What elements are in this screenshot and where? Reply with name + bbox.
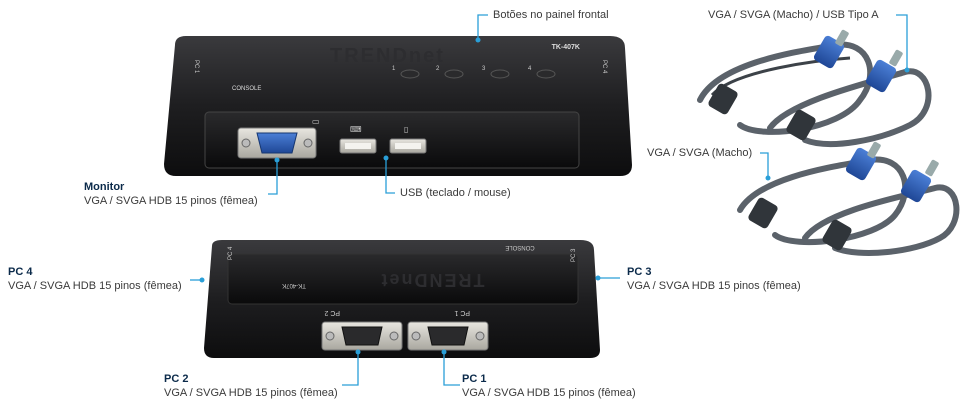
pc3-callout-title: PC 3 — [627, 266, 652, 278]
pc2-callout-desc: VGA / SVGA HDB 15 pinos (fêmea) — [164, 387, 338, 399]
callout-dot-monitor — [274, 157, 280, 163]
port-number-2: 2 — [436, 66, 440, 72]
callout-line-pc2 — [342, 352, 359, 386]
pc4-callout-desc: VGA / SVGA HDB 15 pinos (fêmea) — [8, 280, 182, 292]
front-panel-buttons: 1 2 3 4 — [392, 66, 556, 79]
port-select-button-3: 3 — [482, 66, 510, 79]
callout-line-monitor — [268, 160, 278, 195]
port-select-button-4: 4 — [528, 66, 556, 79]
pc1-port-label: PC 1 — [454, 309, 470, 316]
monitor-vga-port: ▭ — [237, 117, 320, 159]
kvm-switch-rear: TRENDnet TK-407K CONSOLE PC 4 PC 3 PC 2 … — [204, 240, 600, 358]
pc3-callout-desc: VGA / SVGA HDB 15 pinos (fêmea) — [627, 280, 801, 292]
port-number-4: 4 — [528, 66, 532, 72]
console-label-rear: CONSOLE — [505, 244, 534, 250]
callout-line-usb — [385, 158, 395, 194]
callout-line-cable-mid — [760, 152, 769, 178]
callout-dot-pc4 — [199, 277, 205, 283]
kvm-cable-set-1 — [697, 29, 932, 148]
pc3-callout: PC 3 VGA / SVGA HDB 15 pinos (fêmea) — [627, 265, 801, 293]
pc2-vga-port — [321, 321, 403, 351]
pc2-port-label: PC 2 — [324, 309, 340, 316]
brand-emboss-top: TRENDnet — [330, 45, 445, 67]
keyboard-icon: ⌨ — [350, 125, 362, 134]
mouse-icon: ▯ — [404, 125, 408, 134]
kvm-cable-set-2 — [737, 141, 960, 256]
callout-dot-usb — [383, 155, 389, 161]
pc4-callout: PC 4 VGA / SVGA HDB 15 pinos (fêmea) — [8, 265, 182, 293]
kvm-switch-front: TRENDnet TK-407K CONSOLE PC 1 PC 4 1 2 3 — [164, 36, 632, 176]
monitor-callout-title: Monitor — [84, 181, 125, 193]
callout-dot-front-buttons — [475, 37, 481, 43]
callout-line-pc1 — [443, 352, 460, 386]
brand-emboss-rear: TRENDnet — [380, 270, 485, 290]
cable-top-label: VGA / SVGA (Macho) / USB Tipo A — [708, 9, 879, 21]
pc1-vga-port — [407, 321, 489, 351]
pc1-side-mark-top: PC 1 — [193, 60, 199, 74]
pc4-callout-title: PC 4 — [8, 266, 33, 278]
console-label-top: CONSOLE — [232, 86, 261, 92]
callout-dot-pc1 — [441, 349, 447, 355]
usb-port-keyboard: ⌨ — [339, 125, 377, 154]
usb-label: USB (teclado / mouse) — [400, 187, 511, 199]
pc4-side-mark-top: PC 4 — [601, 60, 607, 74]
callout-dot-cable-top — [904, 67, 910, 73]
pc1-callout-title: PC 1 — [462, 373, 487, 385]
usb-port-mouse: ▯ — [389, 125, 427, 154]
cable-mid-label: VGA / SVGA (Macho) — [647, 147, 753, 159]
callout-dot-pc2 — [355, 349, 361, 355]
port-number-3: 3 — [482, 66, 486, 72]
monitor-icon: ▭ — [312, 117, 320, 126]
pc1-callout: PC 1 VGA / SVGA HDB 15 pinos (fêmea) — [462, 372, 636, 400]
port-number-1: 1 — [392, 66, 396, 72]
monitor-callout-desc: VGA / SVGA HDB 15 pinos (fêmea) — [84, 195, 258, 207]
pc2-callout-title: PC 2 — [164, 373, 189, 385]
callout-line-cable-top — [896, 14, 908, 70]
pc1-callout-desc: VGA / SVGA HDB 15 pinos (fêmea) — [462, 387, 636, 399]
callout-dot-cable-mid — [765, 175, 771, 181]
port-select-button-2: 2 — [436, 66, 464, 79]
monitor-callout: Monitor VGA / SVGA HDB 15 pinos (fêmea) — [84, 180, 258, 208]
callout-line-front-buttons — [477, 14, 488, 40]
pc3-side-mark-rear: PC 3 — [571, 248, 577, 262]
model-label-top: TK-407K — [552, 44, 580, 51]
front-buttons-label: Botões no painel frontal — [493, 9, 609, 21]
model-label-rear: TK-407K — [282, 282, 306, 288]
pc4-side-mark-rear: PC 4 — [228, 246, 234, 260]
port-select-button-1: 1 — [392, 66, 420, 79]
callout-lines — [190, 14, 910, 386]
callout-dot-pc3 — [595, 275, 601, 281]
pc2-callout: PC 2 VGA / SVGA HDB 15 pinos (fêmea) — [164, 372, 338, 400]
